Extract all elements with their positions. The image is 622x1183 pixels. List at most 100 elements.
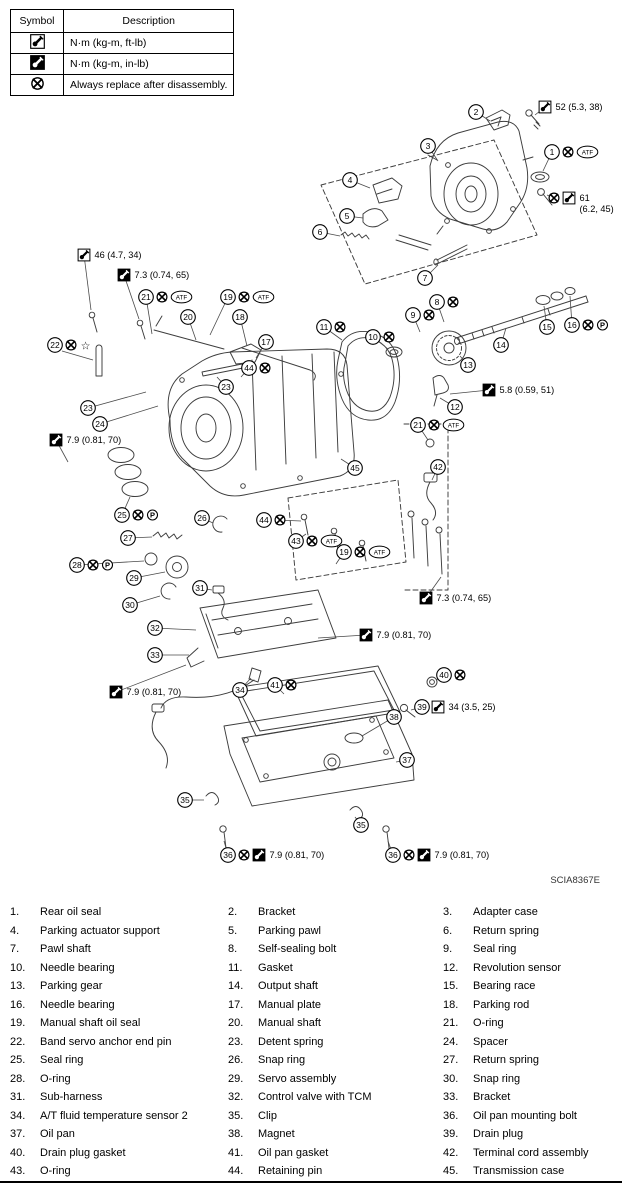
part-name: Snap ring: [258, 1054, 306, 1066]
part-number: 15.: [443, 980, 459, 992]
replace-icon: [306, 535, 318, 547]
part-number: 16.: [10, 998, 26, 1011]
part-number: 37.: [10, 1128, 26, 1140]
part-name: Retaining pin: [258, 1165, 323, 1177]
part-item: 34.A/T fluid temperature sensor 2: [10, 1107, 228, 1126]
part-number: 41.: [228, 1146, 244, 1159]
part-name: Servo assembly: [258, 1072, 337, 1085]
part-item: 42.Terminal cord assembly: [443, 1144, 616, 1163]
part-number: 6.: [443, 924, 453, 937]
replace-icon: [354, 546, 366, 558]
callout-number: 32: [150, 623, 160, 633]
torque-inlb-icon: [419, 591, 433, 605]
callout-circle: [539, 319, 555, 335]
callout-number: 17: [261, 337, 271, 347]
callout-number: 45: [350, 463, 360, 473]
callout-34: 34: [232, 677, 252, 698]
callout-circle: [468, 104, 484, 120]
callout-number: 23: [83, 403, 93, 413]
callout-circle: [347, 460, 363, 476]
torque-label: 61(6.2, 45): [546, 191, 614, 214]
part-item: 7.Pawl shaft: [10, 940, 228, 959]
torque-label: 5.8 (0.59, 51): [449, 383, 554, 397]
part-item: 30.Snap ring: [443, 1070, 616, 1089]
legend-description: N·m (kg-m, ft-lb): [62, 32, 235, 54]
callout-number: 38: [389, 712, 399, 722]
callout-30: 30: [122, 595, 161, 613]
part-name: Parking rod: [473, 998, 530, 1011]
torque-inlb-icon: [252, 848, 266, 862]
petroleum-jelly-icon: P: [596, 319, 609, 331]
part-name: Drain plug gasket: [40, 1146, 126, 1159]
part-item: 11.Gasket: [228, 959, 443, 978]
part-name: Magnet: [258, 1128, 295, 1140]
part-item: 32.Control valve with TCM: [228, 1088, 443, 1107]
callout-number: 36: [388, 850, 398, 860]
part-name: O-ring: [473, 1017, 504, 1029]
part-item: 22.Band servo anchor end pin: [10, 1033, 228, 1052]
part-item: 40.Drain plug gasket: [10, 1144, 228, 1163]
part-name: Clip: [258, 1109, 277, 1122]
callout-number: 42: [433, 462, 443, 472]
callout-circle: [114, 507, 130, 523]
part-name: Seal ring: [40, 1054, 84, 1066]
callout-45: 45: [340, 458, 363, 476]
callout-number: 28: [72, 560, 82, 570]
callout-number: 5: [345, 211, 350, 221]
callout-23: 23: [216, 376, 234, 395]
petroleum-jelly-icon: P: [146, 509, 159, 521]
svg-text:P: P: [105, 561, 110, 570]
part-name: Control valve with TCM: [258, 1091, 372, 1103]
part-name: Snap ring: [473, 1072, 521, 1085]
callout-circle: [564, 317, 580, 333]
callout-44: 44: [240, 360, 271, 378]
part-name: Detent spring: [258, 1035, 324, 1048]
callout-number: 7: [423, 273, 428, 283]
callout-8: 8: [429, 294, 459, 323]
part-item: 2.Bracket: [228, 903, 443, 922]
torque-label: 52 (5.3, 38): [534, 100, 603, 116]
part-name: Needle bearing: [40, 998, 115, 1011]
callout-circle: [460, 357, 476, 373]
callout-circle: [232, 309, 248, 325]
part-name: Bracket: [473, 1091, 511, 1103]
callout-number: 35: [356, 820, 366, 830]
symbol-legend: Symbol Description N·m (kg-m, ft-lb)N·m …: [10, 9, 235, 96]
callout-circle: [177, 792, 193, 808]
callout-number: 3: [426, 141, 431, 151]
torque-ftlb-icon: [431, 700, 445, 714]
callout-circle: [138, 289, 154, 305]
part-number: 36.: [443, 1109, 459, 1122]
torque-inlb-icon: [117, 268, 131, 282]
callout-number: 29: [129, 573, 139, 583]
legend-symbol-cell: [10, 32, 64, 54]
replace-icon: [454, 669, 466, 681]
callout-number: 26: [197, 513, 207, 523]
callout-4: 4: [342, 172, 371, 189]
callout-31: 31: [192, 580, 213, 596]
part-number: 10.: [10, 961, 26, 974]
part-number: 35.: [228, 1109, 244, 1122]
callout-circle: [147, 620, 163, 636]
callout-number: 36: [223, 850, 233, 860]
part-name: Bracket: [258, 906, 296, 918]
callout-number: 30: [125, 600, 135, 610]
legend-description-header: Description: [62, 9, 235, 33]
torque-inlb-icon: [482, 383, 496, 397]
part-name: Sub-harness: [40, 1091, 103, 1103]
part-name: A/T fluid temperature sensor 2: [40, 1109, 188, 1122]
callout-number: 16: [567, 320, 577, 330]
replace-icon: [548, 192, 560, 204]
legend-symbol-cell: [10, 53, 64, 75]
atf-icon: ATF: [170, 290, 193, 304]
callout-32: 32: [147, 620, 197, 636]
part-name: O-ring: [40, 1165, 71, 1177]
callout-44: 44: [256, 512, 302, 528]
part-name: Bearing race: [473, 980, 536, 992]
